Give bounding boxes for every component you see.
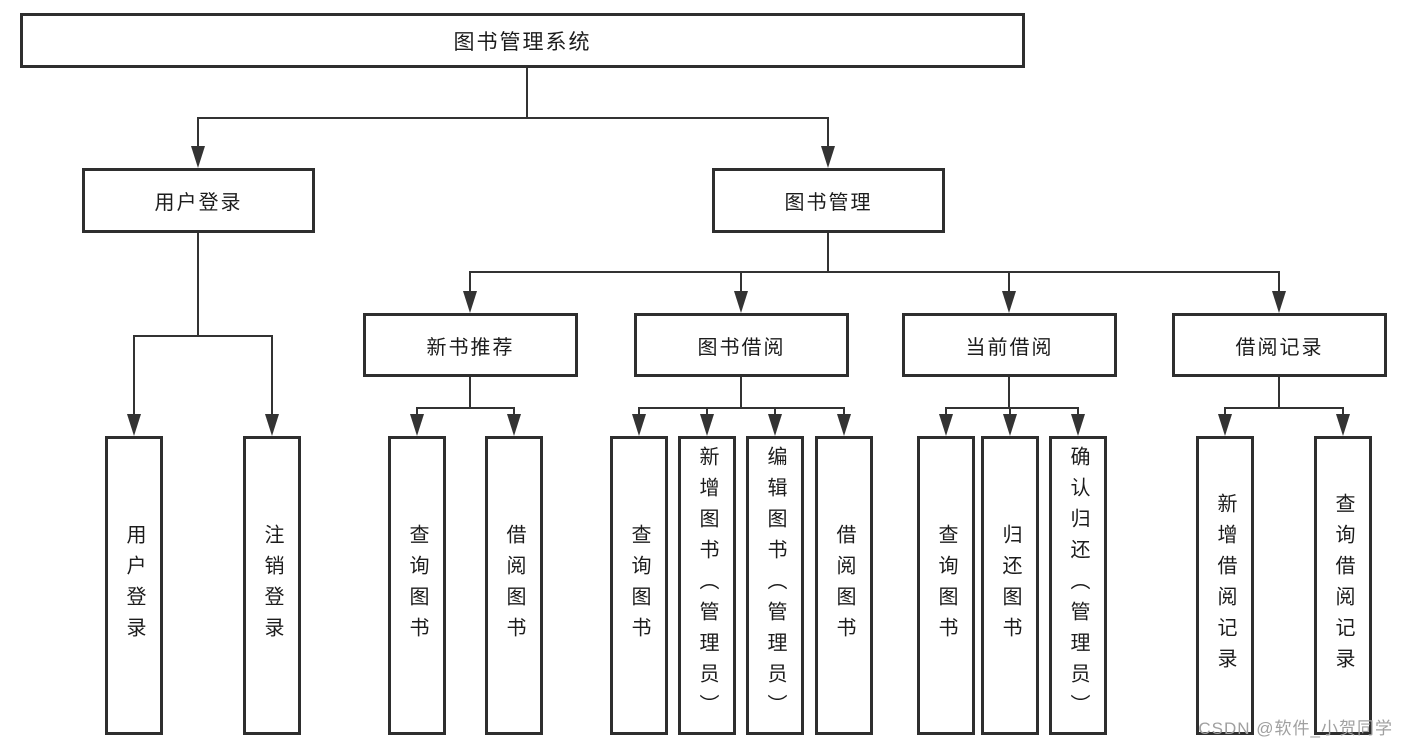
- connector-vline: [638, 407, 640, 417]
- connector-vline: [1009, 407, 1011, 417]
- arrowhead-down: [700, 414, 714, 436]
- arrowhead-down: [632, 414, 646, 436]
- connector-vline: [740, 271, 742, 293]
- connector-hline: [638, 407, 845, 409]
- connector-vline: [774, 407, 776, 417]
- arrowhead-down: [127, 414, 141, 436]
- connector-vline: [945, 407, 947, 417]
- connector-hline: [416, 407, 515, 409]
- arrowhead-down: [1003, 414, 1017, 436]
- node-book-management: 图书管理: [712, 168, 945, 233]
- leaf-borrow-book-borrowing: 借阅图书: [815, 436, 873, 735]
- leaf-query-books-current: 查询图书: [917, 436, 975, 735]
- arrowhead-down: [463, 291, 477, 313]
- node-borrowing-records: 借阅记录: [1172, 313, 1387, 377]
- connector-vline: [513, 407, 515, 417]
- connector-vline: [526, 68, 528, 118]
- node-new-book-recommend: 新书推荐: [363, 313, 578, 377]
- connector-vline: [1342, 407, 1344, 417]
- connector-hline: [197, 117, 829, 119]
- arrowhead-down: [1336, 414, 1350, 436]
- watermark-text: CSDN @软件_小贺同学: [1198, 719, 1393, 738]
- arrowhead-down: [191, 146, 205, 168]
- leaf-add-book-admin: 新增图书（管理员）: [678, 436, 736, 735]
- connector-hline: [469, 271, 1280, 273]
- arrowhead-down: [410, 414, 424, 436]
- arrowhead-down: [1002, 291, 1016, 313]
- connector-hline: [133, 335, 273, 337]
- connector-hline: [945, 407, 1079, 409]
- arrowhead-down: [1272, 291, 1286, 313]
- arrowhead-down: [768, 414, 782, 436]
- connector-vline: [1278, 377, 1280, 409]
- arrowhead-down: [821, 146, 835, 168]
- leaf-query-books-borrowing: 查询图书: [610, 436, 668, 735]
- connector-vline: [197, 117, 199, 149]
- connector-vline: [706, 407, 708, 417]
- connector-vline: [1008, 271, 1010, 293]
- connector-vline: [133, 335, 135, 416]
- node-library-system: 图书管理系统: [20, 13, 1025, 68]
- connector-vline: [1278, 271, 1280, 293]
- connector-vline: [469, 271, 471, 293]
- leaf-query-books-recommend: 查询图书: [388, 436, 446, 735]
- connector-vline: [416, 407, 418, 417]
- connector-hline: [1224, 407, 1344, 409]
- connector-vline: [827, 117, 829, 149]
- arrowhead-down: [734, 291, 748, 313]
- node-user-login: 用户登录: [82, 168, 315, 233]
- leaf-edit-book-admin: 编辑图书（管理员）: [746, 436, 804, 735]
- connector-vline: [1077, 407, 1079, 417]
- connector-vline: [827, 233, 829, 273]
- leaf-return-book: 归还图书: [981, 436, 1039, 735]
- arrowhead-down: [939, 414, 953, 436]
- connector-vline: [1008, 377, 1010, 409]
- arrowhead-down: [1218, 414, 1232, 436]
- connector-vline: [843, 407, 845, 417]
- leaf-logout: 注销登录: [243, 436, 301, 735]
- connector-vline: [469, 377, 471, 409]
- arrowhead-down: [837, 414, 851, 436]
- leaf-add-borrow-record: 新增借阅记录: [1196, 436, 1254, 735]
- connector-vline: [1224, 407, 1226, 417]
- node-current-borrowing: 当前借阅: [902, 313, 1117, 377]
- leaf-query-borrow-record: 查询借阅记录: [1314, 436, 1372, 735]
- arrowhead-down: [507, 414, 521, 436]
- leaf-borrow-book-recommend: 借阅图书: [485, 436, 543, 735]
- connector-vline: [740, 377, 742, 409]
- node-book-borrowing: 图书借阅: [634, 313, 849, 377]
- arrowhead-down: [1071, 414, 1085, 436]
- connector-vline: [271, 335, 273, 416]
- connector-vline: [197, 233, 199, 337]
- leaf-confirm-return-admin: 确认归还（管理员）: [1049, 436, 1107, 735]
- arrowhead-down: [265, 414, 279, 436]
- leaf-user-login: 用户登录: [105, 436, 163, 735]
